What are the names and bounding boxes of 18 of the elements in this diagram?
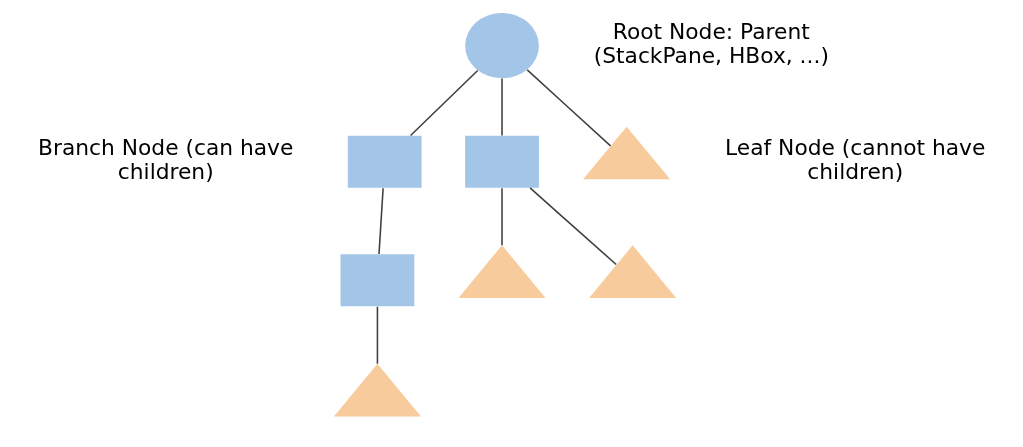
connector xyxy=(377,187,384,255)
node-circle xyxy=(464,13,539,79)
connector xyxy=(528,187,617,266)
connector xyxy=(525,69,611,147)
node-box xyxy=(464,135,539,188)
node-box xyxy=(347,135,422,188)
connector xyxy=(500,187,503,246)
connector xyxy=(500,77,503,137)
node-triangle xyxy=(582,126,670,180)
node-box xyxy=(340,254,414,307)
connector xyxy=(376,305,378,365)
node-label: Branch Node (can have children) xyxy=(37,135,293,185)
node-triangle xyxy=(588,245,676,298)
node-label: Leaf Node (cannot have children) xyxy=(724,135,985,185)
node-triangle xyxy=(457,245,546,298)
connector xyxy=(409,69,478,137)
node-label: Root Node: Parent (StackPane, HBox, ...) xyxy=(593,18,829,69)
node-triangle xyxy=(333,363,421,417)
